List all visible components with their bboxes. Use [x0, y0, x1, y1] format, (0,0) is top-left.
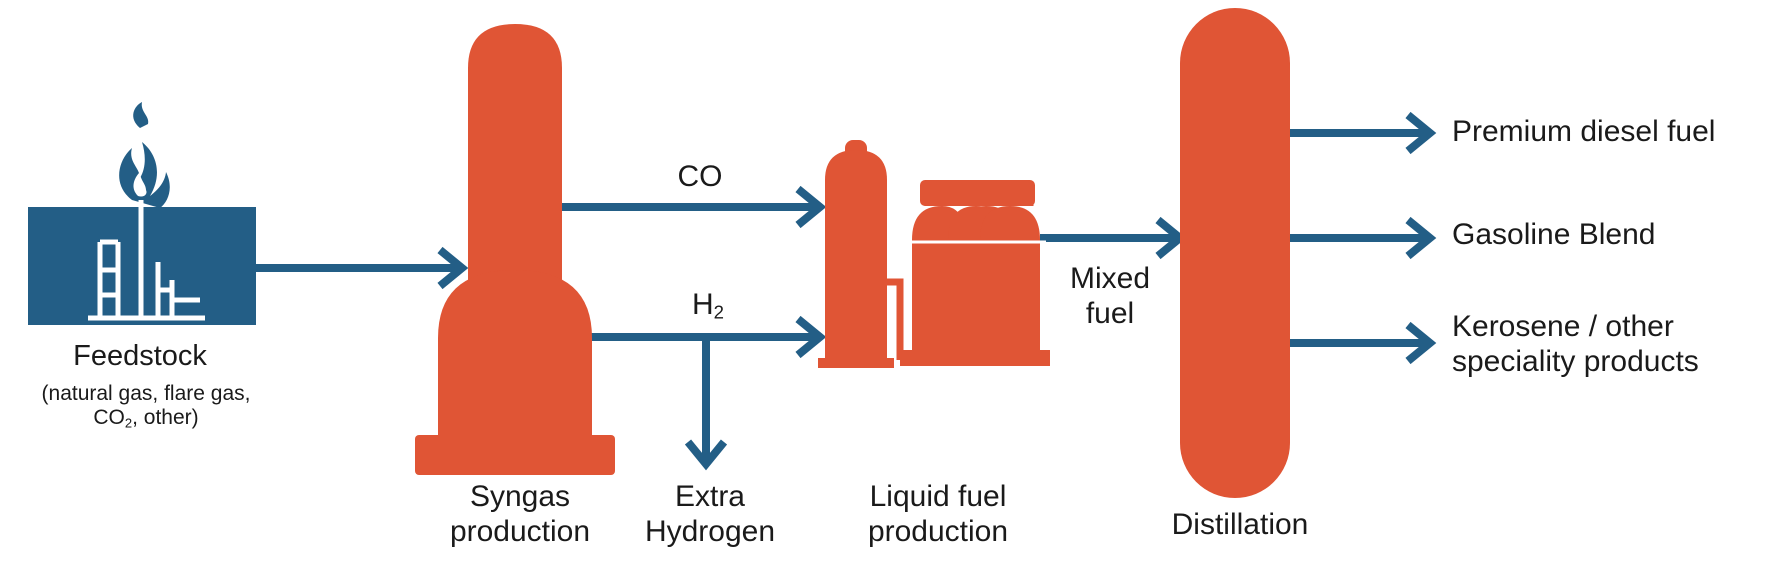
refinery-flame-icon: [28, 102, 256, 325]
flow-arrows: [256, 111, 1437, 471]
product-kerosene: Kerosene / other speciality products: [1452, 310, 1699, 378]
arrowhead-gasoline: [1405, 216, 1437, 260]
syngas-label: Syngas production: [449, 480, 591, 548]
arrowhead-extra-hydrogen: [684, 439, 728, 471]
h2-stream-label: H2: [691, 288, 725, 323]
feedstock-title: Feedstock: [73, 340, 207, 372]
arrowhead-kerosene: [1405, 321, 1437, 365]
arrowhead-co: [795, 185, 827, 229]
liquid-fuel-reactor-icon: [818, 140, 1050, 368]
syngas-reactor-icon: [415, 24, 615, 475]
arrowhead-diesel: [1405, 111, 1437, 155]
liquid-fuel-label: Liquid fuel production: [867, 480, 1009, 548]
mixed-fuel-label: Mixed fuel: [1069, 262, 1151, 330]
product-gasoline: Gasoline Blend: [1452, 218, 1656, 251]
arrowhead-h2: [795, 315, 827, 359]
distillation-column-icon: [1180, 8, 1290, 498]
product-diesel: Premium diesel fuel: [1452, 115, 1716, 148]
co-stream-label: CO: [677, 160, 723, 193]
feedstock-detail: (natural gas, flare gas, CO2, other): [41, 382, 251, 431]
arrowhead-syngas: [437, 246, 469, 290]
extra-hydrogen-label: Extra Hydrogen: [644, 480, 776, 548]
distillation-label: Distillation: [1171, 508, 1309, 541]
